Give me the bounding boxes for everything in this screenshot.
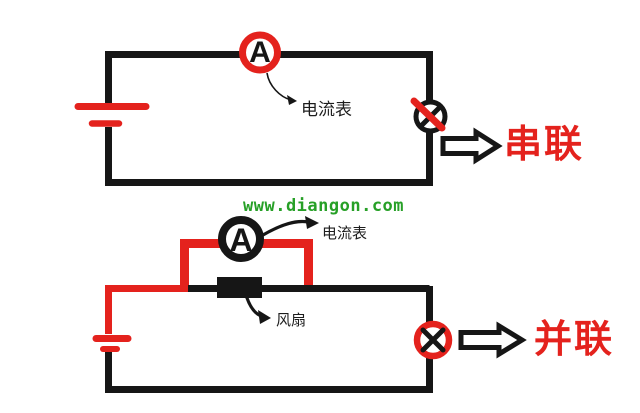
parallel-ammeter-pointer-arrowhead-icon: [305, 216, 319, 229]
series-ammeter-label: 电流表: [301, 100, 352, 119]
fan-pointer-arrowhead-icon: [258, 310, 271, 324]
fan-label: 风扇: [276, 312, 307, 329]
parallel-ammeter-pointer-line: [261, 219, 310, 237]
parallel-return-wire: [105, 286, 433, 393]
parallel-connection-label: 并联: [534, 319, 615, 361]
series-circuit-wire: [105, 51, 433, 186]
series-ammeter-pointer-arrowhead-icon: [287, 95, 297, 105]
series-ammeter-letter: A: [249, 36, 271, 69]
parallel-red-feed-wire: [105, 285, 192, 334]
parallel-ammeter-letter: A: [229, 222, 253, 258]
parallel-lamp-x-stroke-2: [420, 327, 446, 353]
watermark-text: www.diangon.com: [243, 196, 405, 216]
series-connection-label: 串联: [504, 124, 585, 166]
series-result-arrow-icon: [440, 127, 503, 165]
parallel-ammeter-icon: [218, 216, 264, 262]
series-ammeter-icon: [239, 31, 281, 74]
series-lamp-red-slash: [410, 97, 446, 132]
parallel-result-arrow-icon: [458, 321, 527, 359]
fan-icon: [217, 277, 262, 298]
parallel-ammeter-label: 电流表: [322, 225, 368, 242]
